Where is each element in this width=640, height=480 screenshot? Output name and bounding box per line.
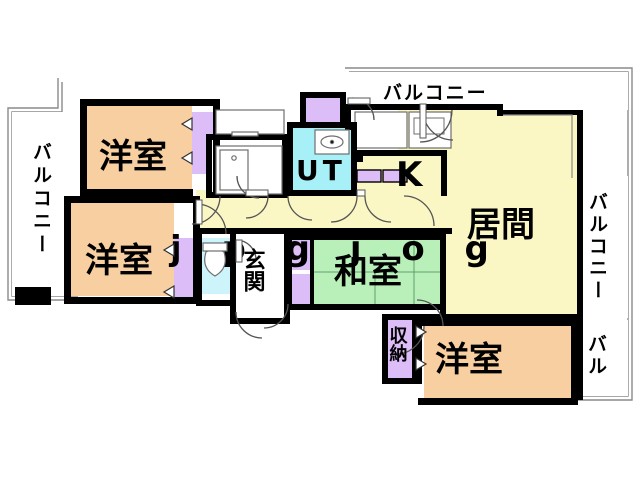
interior-detail-lines: [215, 109, 573, 195]
balcony-se-floor: [578, 320, 628, 396]
toilet-fixture: [202, 242, 228, 277]
balcony-north-floor: [349, 72, 628, 110]
label-balcony-north: バルコニー: [383, 82, 488, 104]
room-labels: 洋室 洋室 UT K 居間 和室 洋室 玄関 収納 バルコニー バルコニー バル…: [30, 82, 608, 380]
balcony-west-pillar: [15, 287, 51, 305]
youshitsu-se-floor: [424, 326, 574, 398]
youshitsu-nw-floor: [86, 105, 192, 191]
label-youshitsu-se: 洋室: [435, 340, 503, 380]
closet-door-marks: [162, 116, 428, 372]
label-shuunou: 収納: [387, 326, 408, 362]
kitchen-counter-left: [354, 111, 408, 149]
label-youshitsu-w: 洋室: [85, 241, 153, 281]
label-youshitsu-nw: 洋室: [99, 137, 167, 177]
label-kitchen: K: [396, 155, 424, 195]
living-floor: [446, 110, 583, 325]
ut-appliance-units: [356, 169, 408, 183]
tatami-seams: [310, 240, 440, 304]
genkan-floor: [236, 240, 288, 306]
balcony-east-floor: [583, 176, 628, 318]
ut-upper-closet-floor: [306, 98, 340, 122]
door-leaves: [195, 97, 427, 263]
label-living: 居間: [467, 205, 535, 245]
washitsu-closet-lower: [292, 274, 310, 304]
youshitsu-w-closet-floor: [174, 238, 196, 300]
youshitsu-w-floor: [70, 200, 174, 296]
label-utility: UT: [296, 154, 346, 187]
label-balcony-east: バルコニー: [586, 192, 608, 302]
label-genkan: 玄関: [240, 247, 266, 293]
kitchen-sink: [413, 117, 445, 135]
label-washitsu: 和室: [334, 252, 402, 292]
label-balcony-se: バル: [585, 334, 607, 378]
washitsu-closet-upper: [292, 240, 310, 270]
label-balcony-west: バルコニー: [30, 142, 52, 257]
